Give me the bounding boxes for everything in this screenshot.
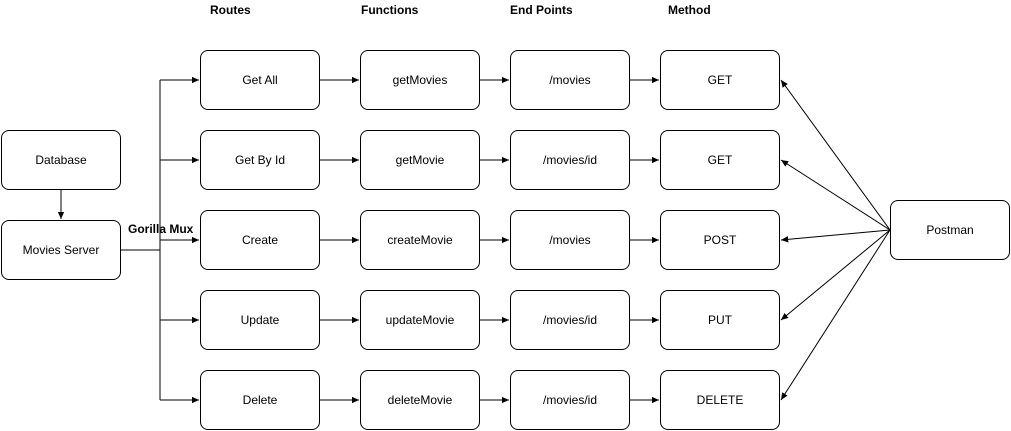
- route-node: Create: [200, 210, 320, 270]
- header-routes: Routes: [210, 3, 251, 17]
- postman-node: Postman: [890, 200, 1010, 260]
- function-node: getMovie: [360, 130, 480, 190]
- function-node: updateMovie: [360, 290, 480, 350]
- postman-to-method-arrow: [780, 229, 891, 243]
- function-node: getMovies: [360, 50, 480, 110]
- method-node: DELETE: [660, 370, 780, 430]
- endpoint-node: /movies: [510, 50, 630, 110]
- endpoint-node: /movies/id: [510, 130, 630, 190]
- route-node: Update: [200, 290, 320, 350]
- postman-to-method-arrow: [780, 159, 891, 231]
- movies-server-node: Movies Server: [1, 220, 121, 280]
- route-node: Get All: [200, 50, 320, 110]
- method-node: GET: [660, 130, 780, 190]
- function-node: createMovie: [360, 210, 480, 270]
- gorilla-mux-label: Gorilla Mux: [128, 222, 194, 236]
- header-endpoints: End Points: [510, 3, 573, 17]
- method-node: GET: [660, 50, 780, 110]
- method-node: POST: [660, 210, 780, 270]
- endpoint-node: /movies/id: [510, 370, 630, 430]
- postman-to-method-arrow: [780, 79, 891, 231]
- postman-to-method-arrow: [780, 229, 891, 401]
- header-method: Method: [668, 3, 711, 17]
- function-node: deleteMovie: [360, 370, 480, 430]
- method-node: PUT: [660, 290, 780, 350]
- header-functions: Functions: [361, 3, 419, 17]
- database-node: Database: [1, 130, 121, 190]
- endpoint-node: /movies: [510, 210, 630, 270]
- route-node: Delete: [200, 370, 320, 430]
- endpoint-node: /movies/id: [510, 290, 630, 350]
- postman-to-method-arrow: [780, 229, 891, 321]
- route-node: Get By Id: [200, 130, 320, 190]
